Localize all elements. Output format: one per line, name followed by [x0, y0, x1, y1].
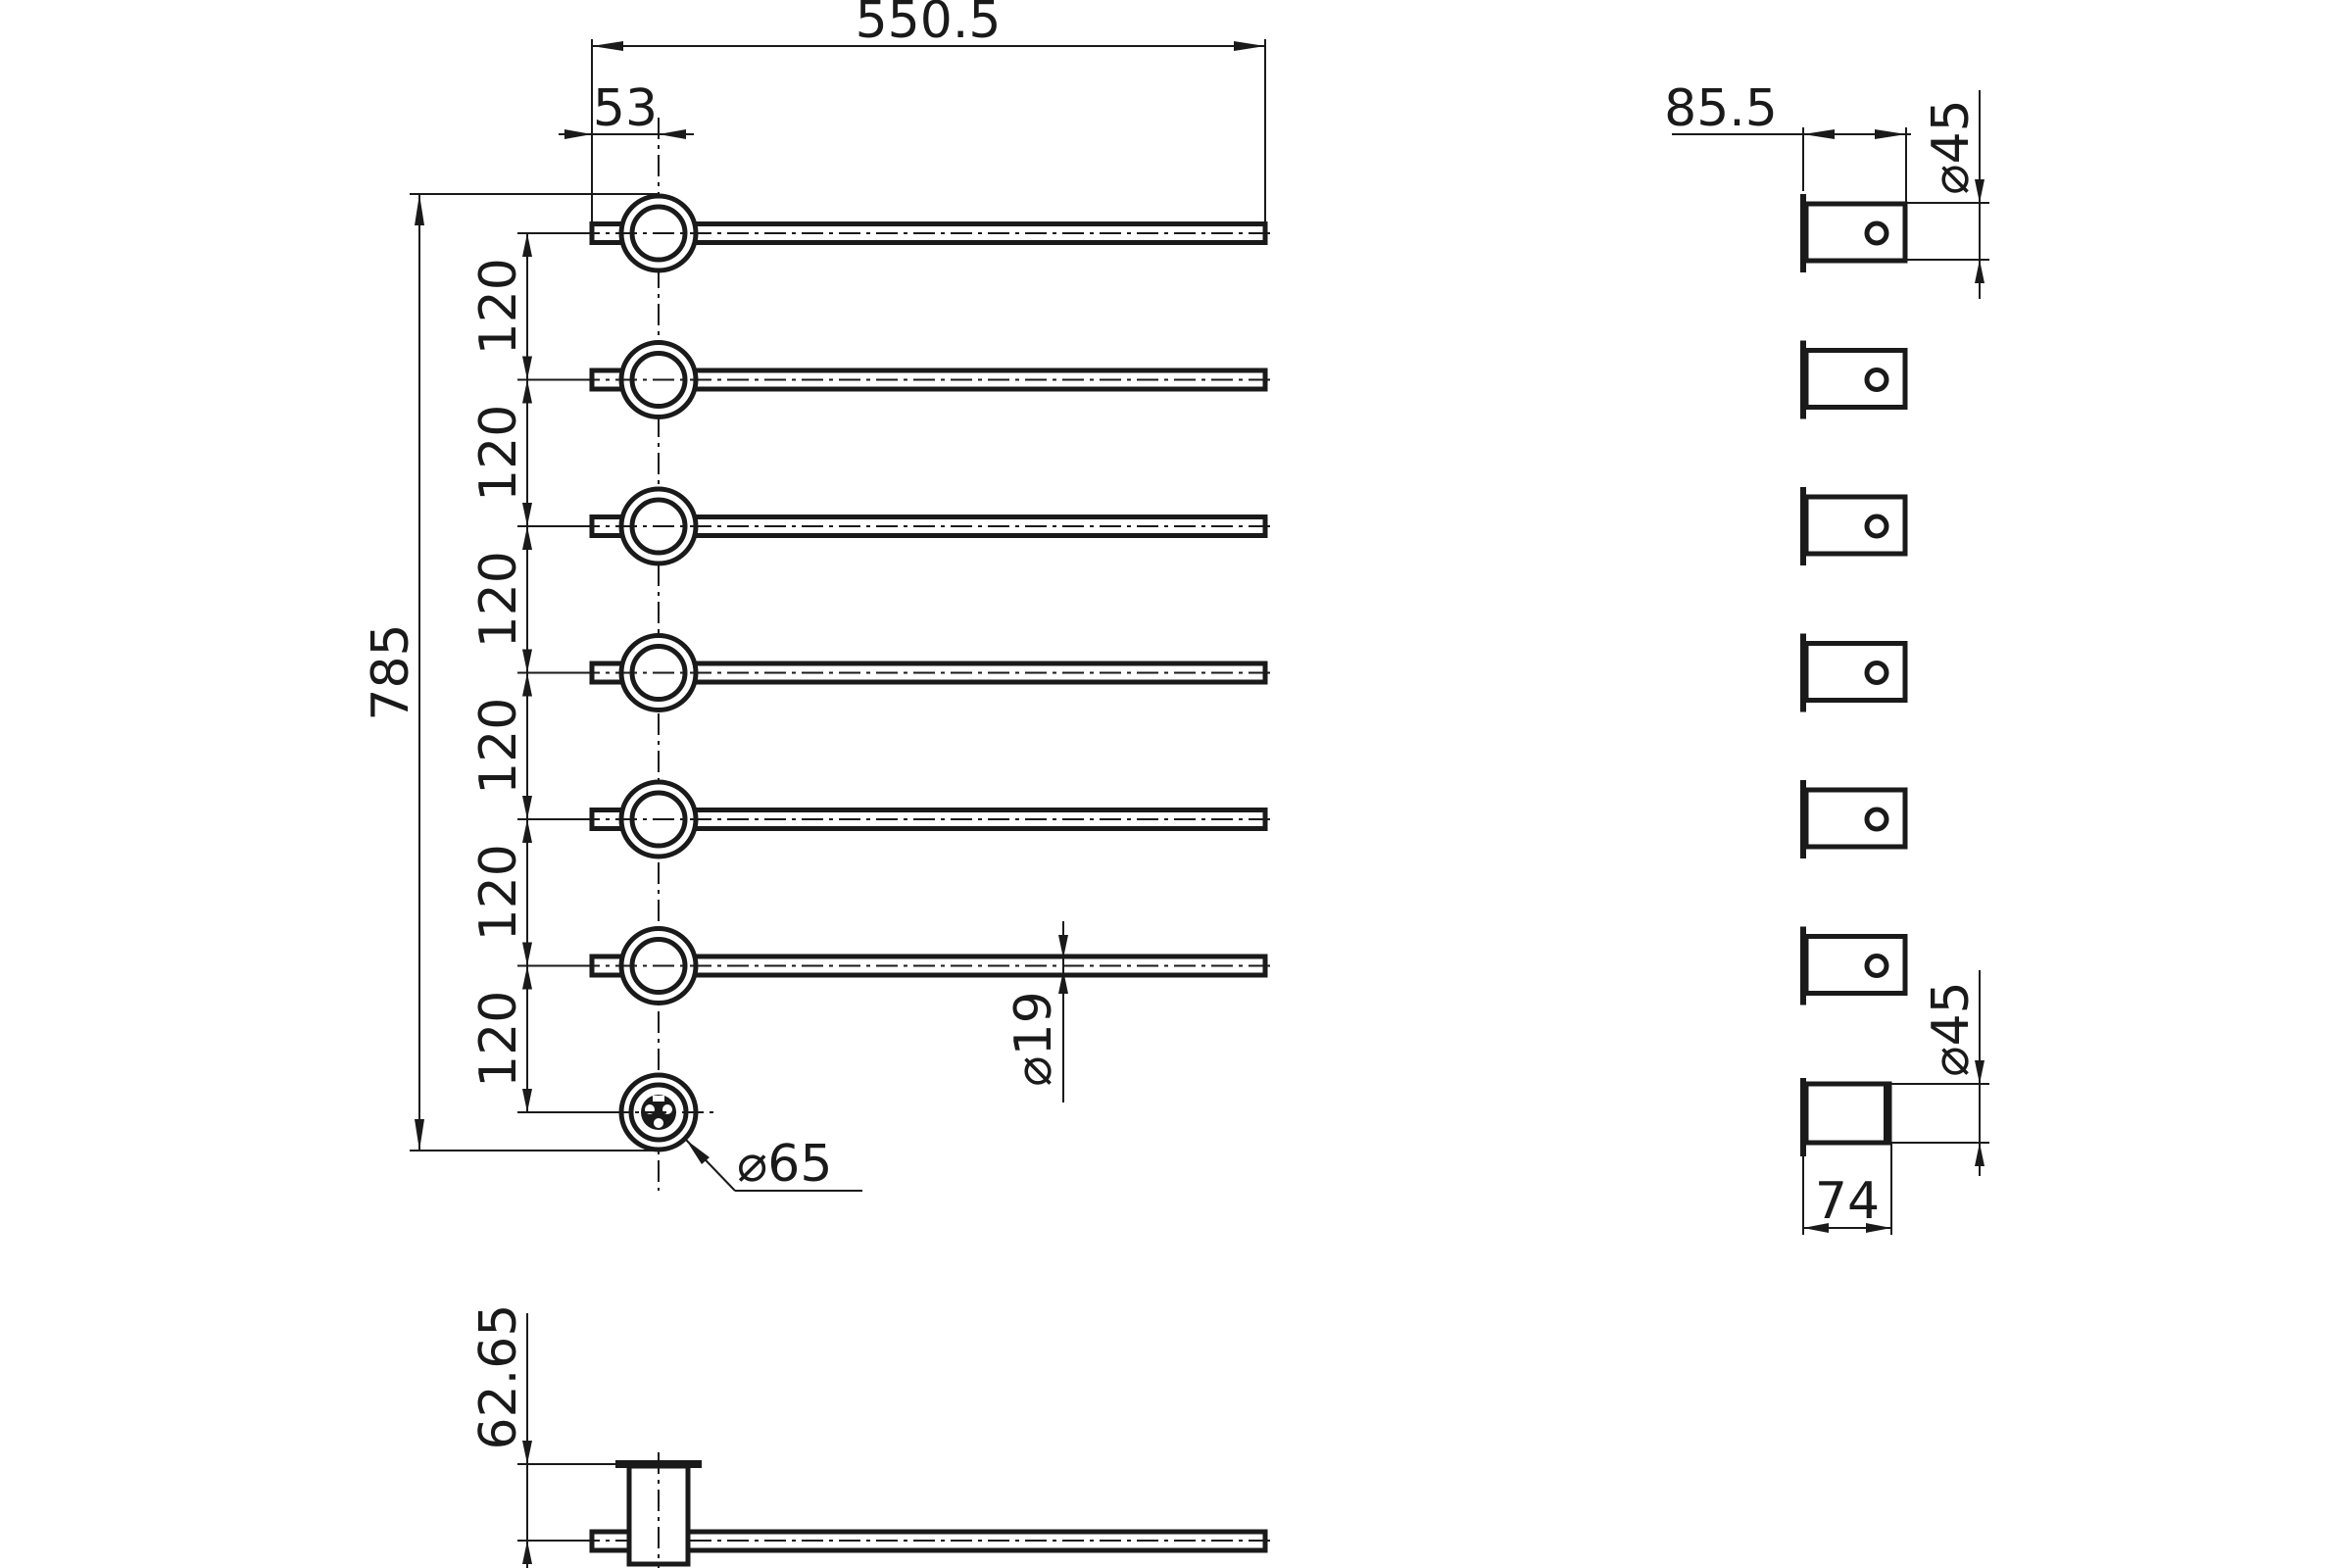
bottom-view: 62.65 — [469, 1304, 1274, 1568]
dim-side-depth: 85.5 — [1664, 79, 1911, 203]
spacing-arrow — [522, 1089, 532, 1112]
rail-3 — [578, 486, 1274, 566]
rail-2 — [578, 340, 1274, 419]
dim-overall-height: 785 — [362, 193, 659, 1152]
dim-overall-height-label: 785 — [362, 623, 420, 720]
dim-bracket-offset: 53 — [559, 79, 694, 139]
spacing-arrow — [522, 356, 532, 380]
side-bracket-4 — [1800, 633, 1908, 712]
spacing-arrow — [522, 672, 532, 697]
dim-side-diameter-bottom-label: ⌀45 — [1922, 981, 1981, 1076]
spacing-arrow — [522, 796, 532, 819]
dim-overall-width-label: 550.5 — [856, 0, 1002, 50]
side-bracket-body — [1803, 641, 1908, 703]
side-bracket-6 — [1800, 926, 1908, 1005]
side-power-connector — [1800, 1078, 1892, 1156]
dim-rail-spacing-label: 120 — [469, 258, 528, 355]
side-bracket-hole — [1864, 514, 1889, 539]
side-bracket-body — [1803, 934, 1908, 996]
spacing-arrow — [522, 503, 532, 526]
side-bracket-hole — [1864, 661, 1889, 685]
side-bracket-hole — [1864, 368, 1889, 392]
dim-side-base-depth: 74 — [1802, 1143, 1892, 1235]
dim-side-depth-label: 85.5 — [1664, 79, 1778, 138]
side-bracket-5 — [1800, 780, 1908, 858]
dim-overall-width: 550.5 — [591, 0, 1266, 230]
spacing-arrow — [522, 942, 532, 966]
dim-side-diameter-top: ⌀45 — [1906, 90, 1989, 299]
rail-6 — [578, 926, 1274, 1005]
side-bracket-hole — [1864, 220, 1889, 246]
dim-rail-spacing-label: 120 — [469, 991, 528, 1088]
dim-rail-spacing-label: 120 — [469, 698, 528, 795]
dim-base-diameter: ⌀65 — [685, 1135, 862, 1194]
dim-base-diameter-label: ⌀65 — [737, 1135, 832, 1194]
side-bracket-body — [1803, 494, 1908, 557]
dim-rail-spacing-label: 120 — [469, 844, 528, 941]
side-bracket-1 — [1800, 194, 1908, 272]
side-bracket-2 — [1800, 340, 1908, 419]
dim-bottom-height: 62.65 — [469, 1304, 627, 1568]
dim-bracket-offset-label: 53 — [593, 79, 658, 138]
dim-rail-spacing-label: 120 — [469, 551, 528, 648]
dim-side-diameter-top-label: ⌀45 — [1922, 99, 1981, 194]
rail-5 — [578, 779, 1274, 859]
side-view: 85.5 ⌀45 ⌀45 74 — [1664, 79, 1989, 1235]
spacing-arrow — [522, 526, 532, 550]
rail-4 — [578, 633, 1274, 712]
side-bracket-hole — [1864, 807, 1889, 832]
spacing-arrow — [522, 379, 532, 404]
dim-rail-diameter: ⌀19 — [1004, 921, 1068, 1102]
dim-side-diameter-bottom: ⌀45 — [1891, 970, 1989, 1176]
side-bracket-body — [1803, 201, 1908, 264]
spacing-arrow — [522, 233, 532, 257]
side-brackets-group — [1800, 194, 1908, 1005]
side-bracket-body — [1803, 787, 1908, 850]
dim-bottom-height-label: 62.65 — [469, 1304, 528, 1450]
dim-rail-diameter-label: ⌀19 — [1004, 991, 1063, 1086]
spacing-arrow — [522, 965, 532, 990]
spacing-arrow — [522, 819, 532, 843]
spacing-arrow — [522, 649, 532, 673]
side-bracket-hole — [1864, 954, 1889, 978]
dim-rail-spacing-chain: 120 120 120 120 120 120 — [469, 232, 627, 1113]
rail-1 — [578, 193, 1274, 273]
front-view: 550.5 53 785 120 120 120 120 120 120 ⌀19 — [362, 0, 1274, 1194]
dim-side-base-depth-label: 74 — [1815, 1172, 1880, 1231]
side-bracket-3 — [1800, 487, 1908, 565]
side-bracket-body — [1803, 348, 1908, 410]
dim-rail-spacing-label: 120 — [469, 405, 528, 502]
rails-group — [578, 193, 1274, 1005]
